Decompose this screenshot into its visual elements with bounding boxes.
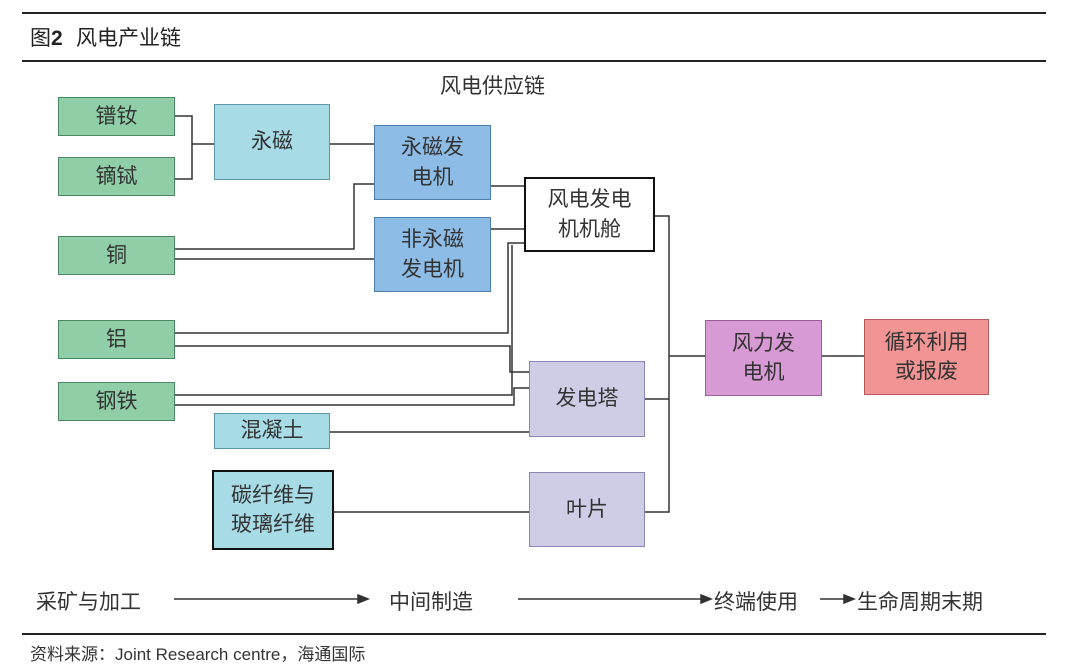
figure-label: 图 bbox=[30, 26, 51, 50]
figure-title: 图2 风电产业链 bbox=[30, 22, 181, 52]
node-label: 混凝土 bbox=[240, 418, 304, 443]
node-label: 永磁发电机 bbox=[401, 135, 464, 189]
node-recycle: 循环利用或报废 bbox=[864, 319, 989, 395]
node-praseodymium-neodymium: 镨钕 bbox=[58, 97, 175, 136]
node-label: 永磁 bbox=[251, 129, 293, 154]
diagram-title-text: 风电供应链 bbox=[440, 74, 545, 98]
node-label: 风力发电机 bbox=[732, 330, 795, 384]
stage-label: 终端使用 bbox=[714, 590, 798, 614]
node-pm-generator: 永磁发电机 bbox=[374, 125, 491, 200]
stage-end-of-life: 生命周期末期 bbox=[857, 586, 983, 616]
node-wind-turbine: 风力发电机 bbox=[705, 320, 822, 396]
source-org: Joint Research centre bbox=[115, 645, 281, 664]
node-copper: 铜 bbox=[58, 236, 175, 275]
node-label: 镝铽 bbox=[95, 163, 138, 188]
stage-label: 采矿与加工 bbox=[36, 590, 141, 614]
node-label: 非永磁发电机 bbox=[401, 227, 464, 281]
source-suffix: 海通国际 bbox=[297, 645, 366, 665]
node-label: 风电发电机机舱 bbox=[547, 187, 632, 241]
node-label: 循环利用或报废 bbox=[884, 329, 969, 383]
node-dysprosium-terbium: 镝铽 bbox=[58, 157, 175, 196]
node-fiber: 碳纤维与玻璃纤维 bbox=[212, 470, 334, 550]
footer-rule bbox=[22, 633, 1046, 635]
figure-title-text: 风电产业链 bbox=[76, 26, 182, 50]
stage-mining: 采矿与加工 bbox=[36, 586, 141, 616]
source-prefix: 资料来源： bbox=[30, 645, 115, 665]
node-label: 叶片 bbox=[566, 496, 608, 521]
stage-label: 生命周期末期 bbox=[857, 590, 983, 614]
figure-number: 2 bbox=[51, 27, 63, 50]
top-rule bbox=[22, 12, 1046, 14]
node-label: 铜 bbox=[106, 242, 127, 267]
header-rule bbox=[22, 60, 1046, 62]
node-nacelle: 风电发电机机舱 bbox=[524, 177, 655, 252]
node-blade: 叶片 bbox=[529, 472, 645, 547]
node-non-pm-generator: 非永磁发电机 bbox=[374, 217, 491, 292]
stage-label: 中间制造 bbox=[389, 590, 473, 614]
node-label: 铝 bbox=[106, 326, 127, 351]
stage-end-use: 终端使用 bbox=[714, 586, 798, 616]
node-concrete: 混凝土 bbox=[214, 413, 330, 449]
node-permanent-magnet: 永磁 bbox=[214, 104, 330, 180]
node-tower: 发电塔 bbox=[529, 361, 645, 437]
node-aluminum: 铝 bbox=[58, 320, 175, 359]
node-label: 钢铁 bbox=[95, 388, 138, 413]
source-note: 资料来源：Joint Research centre，海通国际 bbox=[30, 640, 365, 665]
node-label: 发电塔 bbox=[555, 386, 619, 411]
node-steel: 钢铁 bbox=[58, 382, 175, 421]
node-label: 碳纤维与玻璃纤维 bbox=[231, 482, 315, 536]
node-label: 镨钕 bbox=[95, 103, 138, 128]
source-sep: ， bbox=[280, 645, 298, 665]
stage-manufacturing: 中间制造 bbox=[389, 586, 473, 616]
